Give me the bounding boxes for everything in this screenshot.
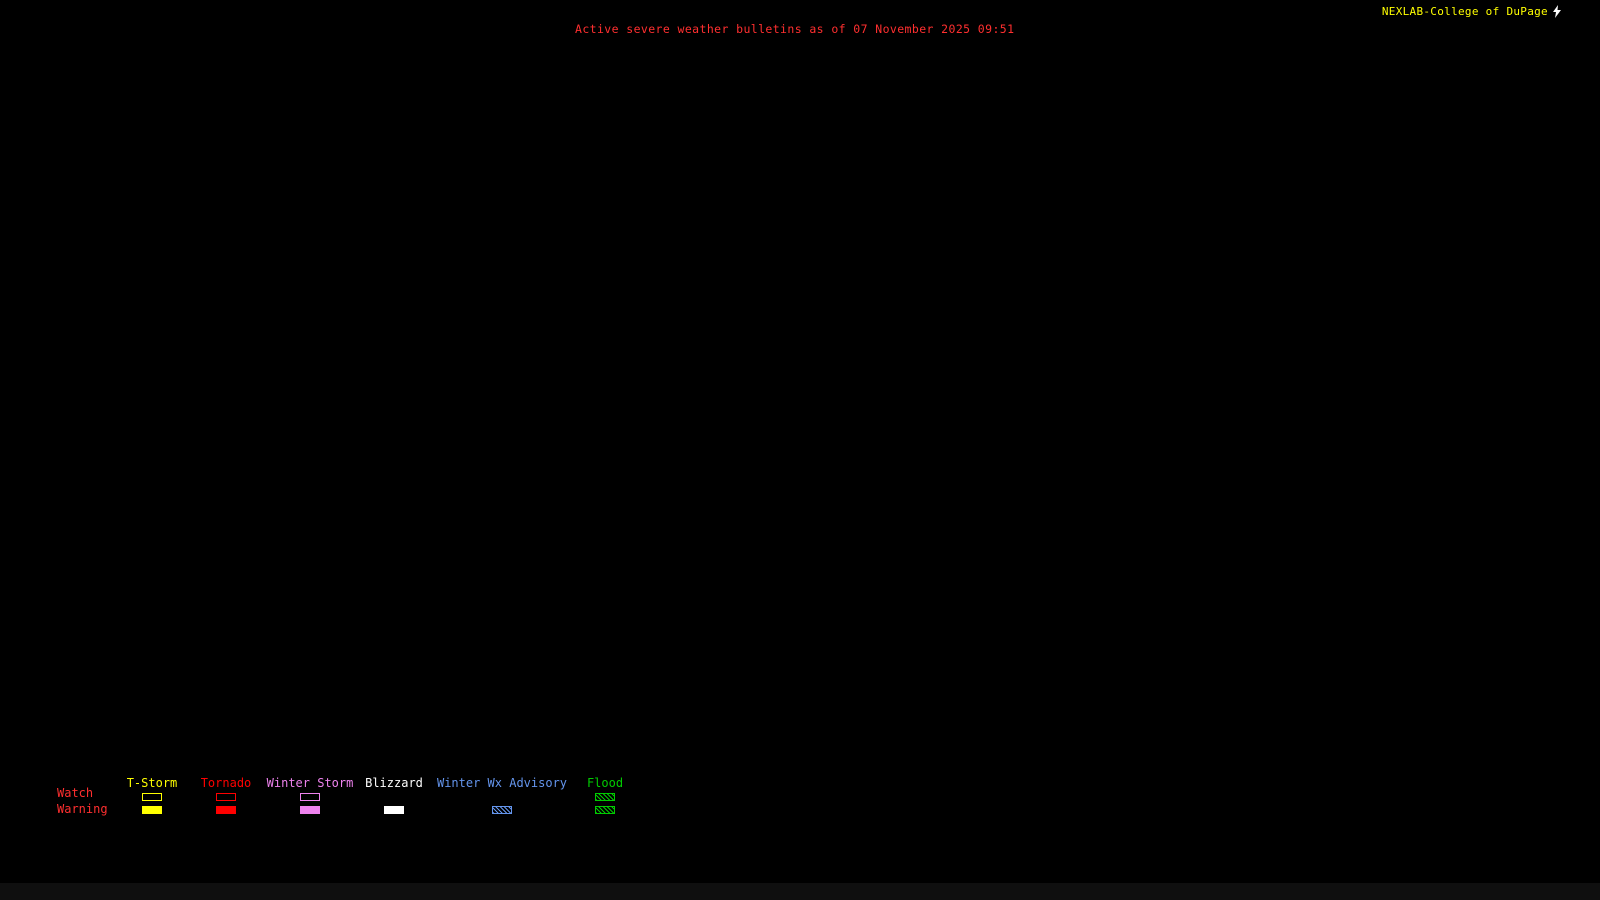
tornado-warning-swatch xyxy=(216,806,236,814)
blizzard-warning-swatch xyxy=(384,806,404,814)
brand-text: NEXLAB-College of DuPage xyxy=(1381,5,1548,18)
legend-col-winter-wx-advisory: Winter Wx Advisory xyxy=(436,777,568,815)
legend-label-flood: Flood xyxy=(586,776,624,790)
legend-label-tstorm: T-Storm xyxy=(126,776,178,790)
winter-storm-watch-swatch xyxy=(300,793,320,801)
legend-row-label-watch: Watch xyxy=(57,786,94,800)
legend-col-tstorm: T-Storm xyxy=(118,777,186,815)
legend-col-winter-storm: Winter Storm xyxy=(264,777,356,815)
tornado-watch-swatch xyxy=(216,793,236,801)
legend-label-winter-wx-advisory: Winter Wx Advisory xyxy=(436,776,568,790)
winter-storm-warning-swatch xyxy=(300,806,320,814)
legend-col-blizzard: Blizzard xyxy=(361,777,427,815)
winter-wx-warning-swatch xyxy=(492,806,512,814)
flood-warning-swatch xyxy=(595,806,615,814)
legend-row-label-warning: Warning xyxy=(57,802,108,816)
tstorm-watch-swatch xyxy=(142,793,162,801)
tstorm-warning-swatch xyxy=(142,806,162,814)
cod-logo-icon xyxy=(1552,5,1562,18)
brand: NEXLAB-College of DuPage xyxy=(1382,5,1562,18)
legend-label-blizzard: Blizzard xyxy=(365,776,423,790)
legend-col-flood: Flood xyxy=(582,777,628,815)
legend-label-tornado: Tornado xyxy=(200,776,252,790)
bottom-margin xyxy=(0,883,1600,900)
legend: Watch Warning T-Storm Tornado Winter Sto… xyxy=(0,775,700,820)
flood-watch-swatch xyxy=(595,793,615,801)
legend-col-tornado: Tornado xyxy=(192,777,260,815)
page-title: Active severe weather bulletins as of 07… xyxy=(575,22,1015,36)
legend-label-winter-storm: Winter Storm xyxy=(266,776,354,790)
